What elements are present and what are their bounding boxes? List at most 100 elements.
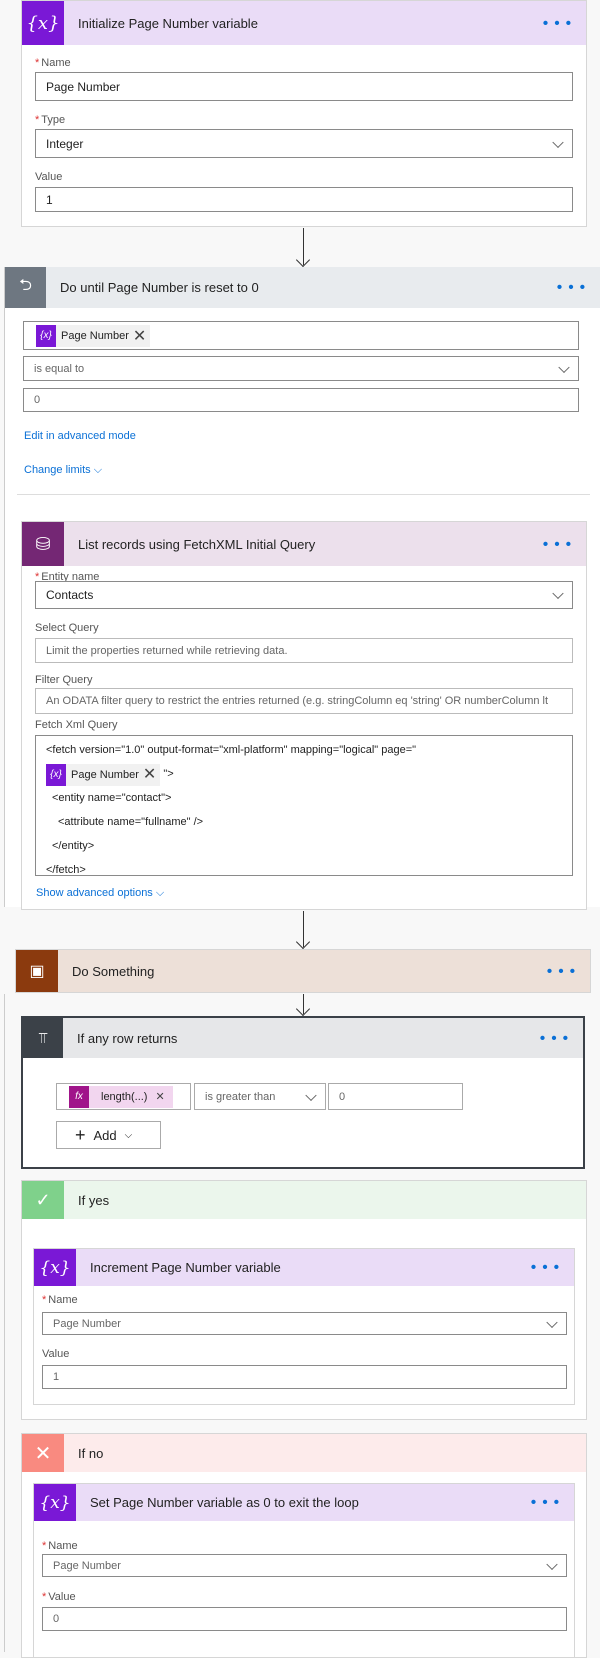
condition-value-input[interactable]: 0 [23,388,579,412]
card-title: List records using FetchXML Initial Quer… [78,536,316,552]
add-button[interactable]: +Add⌵ [56,1121,161,1149]
value-label: *Value [42,1591,76,1603]
code-line: </fetch> [46,864,86,876]
card-title: Do Something [72,963,155,979]
code-line: <fetch version="1.0" output-format="xml-… [46,744,417,756]
code-line: <attribute name="fullname" /> [58,816,204,828]
code-line: <entity name="contact"> [52,792,172,804]
entity-label: *Entity name [35,571,100,583]
flow-arrow [303,911,304,947]
check-icon: ✓ [22,1181,64,1219]
select-query-input[interactable]: Limit the properties returned while retr… [35,638,573,663]
operator-select[interactable]: is equal to [23,356,579,381]
code-line: </entity> [52,840,95,852]
more-options-button[interactable]: • • • [530,1494,560,1511]
function-icon: fx [69,1085,89,1108]
value-label: Value [42,1348,70,1360]
card-header[interactable]: ⮌ Do until Page Number is reset to 0 • •… [5,267,600,308]
do-something-card[interactable]: ▣ Do Something • • • [15,949,591,993]
chevron-down-icon [552,587,564,600]
edit-advanced-mode-link[interactable]: Edit in advanced mode [24,430,136,442]
close-icon: ✕ [22,1434,64,1472]
database-icon: ⛁ [22,522,64,566]
branch-header[interactable]: ✓ If yes [22,1181,586,1219]
list-records-card: ⛁ List records using FetchXML Initial Qu… [21,521,587,910]
remove-token-icon[interactable]: ✕ [155,1091,165,1103]
name-label: *Name [35,57,71,69]
branch-title: If yes [78,1192,110,1208]
change-limits-link[interactable]: Change limits ⌵ [24,464,103,476]
card-title: Initialize Page Number variable [78,15,258,31]
name-label: *Name [42,1294,78,1306]
type-select[interactable]: Integer [35,129,573,158]
value-label: Value [35,171,63,183]
card-header[interactable]: {x} Initialize Page Number variable • • … [22,1,586,45]
variable-icon: {x} [34,1249,76,1286]
card-header[interactable]: ▣ Do Something • • • [16,950,590,992]
fetch-xml-content: <fetch version="1.0" output-format="xml-… [46,738,416,882]
more-options-button[interactable]: • • • [542,535,572,553]
divider [17,494,590,495]
variable-icon: {x} [34,1484,76,1521]
condition-value-input[interactable]: 0 [328,1083,463,1110]
branch-title: If no [78,1445,104,1461]
condition-icon: ⫪ [23,1018,63,1058]
flow-arrow [303,994,304,1014]
chevron-down-icon: ⌵ [155,887,165,899]
dynamic-token[interactable]: {x}Page Number✕ [36,324,151,347]
chevron-down-icon [305,1089,317,1101]
card-title: If any row returns [77,1030,178,1046]
more-options-button[interactable]: • • • [556,279,586,296]
type-label: *Type [35,114,66,126]
initialize-variable-card: {x} Initialize Page Number variable • • … [21,0,587,227]
name-select[interactable]: Page Number [42,1554,567,1577]
card-title: Increment Page Number variable [90,1260,281,1275]
condition-left-input[interactable]: {x}Page Number✕ [23,321,579,350]
dynamic-token[interactable]: {x}Page Number✕ [46,764,161,786]
if-yes-branch: ✓ If yes {x} Increment Page Number varia… [21,1180,587,1420]
card-title: Set Page Number variable as 0 to exit th… [90,1495,359,1510]
card-header[interactable]: ⛁ List records using FetchXML Initial Qu… [22,522,586,566]
remove-token-icon[interactable]: ✕ [132,327,147,345]
name-select[interactable]: Page Number [42,1312,567,1335]
variable-icon: {x} [22,1,64,45]
value-input[interactable]: 1 [35,187,573,212]
name-input[interactable]: Page Number [35,72,573,101]
operator-select[interactable]: is greater than [194,1083,326,1110]
entity-select[interactable]: Contacts [35,581,573,609]
name-label: *Name [42,1540,78,1552]
scope-icon: ▣ [16,950,58,992]
chevron-down-icon: ⌵ [124,1129,133,1141]
chevron-down-icon [546,1558,558,1570]
fetch-xml-textarea[interactable]: <fetch version="1.0" output-format="xml-… [35,735,573,876]
value-input[interactable]: 1 [42,1365,567,1389]
more-options-button[interactable]: • • • [530,1259,560,1276]
chevron-down-icon [552,136,564,148]
variable-icon: {x} [36,324,56,347]
variable-icon: {x} [46,764,66,786]
chevron-down-icon [558,361,570,373]
value-input[interactable]: 0 [42,1607,567,1631]
card-header[interactable]: ⫪ If any row returns • • • [23,1018,583,1058]
branch-header[interactable]: ✕ If no [22,1434,586,1472]
loop-border [4,994,5,1652]
loop-icon: ⮌ [5,267,46,308]
filter-query-input[interactable]: An ODATA filter query to restrict the en… [35,688,573,714]
plus-icon: + [75,1124,86,1145]
chevron-down-icon [546,1316,558,1328]
fetch-xml-label: Fetch Xml Query [35,719,118,731]
more-options-button[interactable]: • • • [546,962,576,980]
filter-query-label: Filter Query [35,674,93,686]
card-header[interactable]: {x} Set Page Number variable as 0 to exi… [34,1484,574,1521]
card-header[interactable]: {x} Increment Page Number variable • • • [34,1249,574,1286]
code-line: {x}Page Number✕ "> [46,762,416,786]
if-no-branch: ✕ If no {x} Set Page Number variable as … [21,1433,587,1658]
more-options-button[interactable]: • • • [539,1029,569,1047]
remove-token-icon[interactable]: ✕ [142,766,157,783]
show-advanced-options-link[interactable]: Show advanced options ⌵ [36,887,165,899]
set-variable-card: {x} Set Page Number variable as 0 to exi… [33,1483,575,1658]
more-options-button[interactable]: • • • [542,14,572,32]
